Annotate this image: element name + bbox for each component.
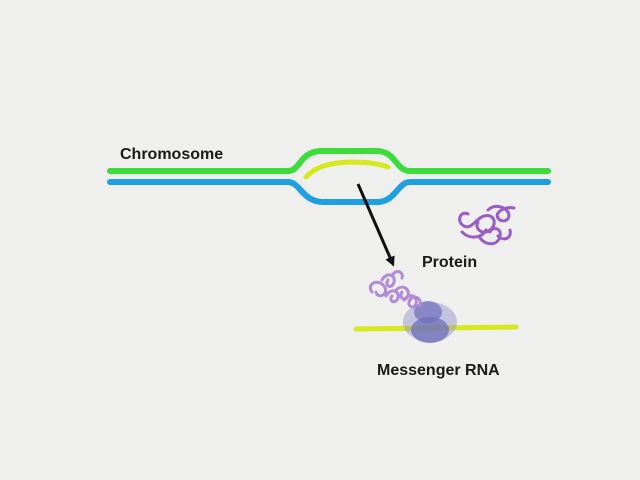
dna-strand-top	[107, 148, 551, 174]
dna-strand-bottom	[107, 179, 551, 205]
protein-label: Protein	[422, 254, 478, 271]
nascent-protein-icon	[369, 270, 422, 309]
messenger-rna-label: Messenger RNA	[377, 362, 500, 379]
arrow-icon	[356, 183, 395, 267]
chromosome-label: Chromosome	[120, 146, 224, 163]
ribosome-icon	[403, 301, 457, 343]
protein-icon	[458, 204, 516, 246]
rna-transcript	[303, 159, 391, 180]
